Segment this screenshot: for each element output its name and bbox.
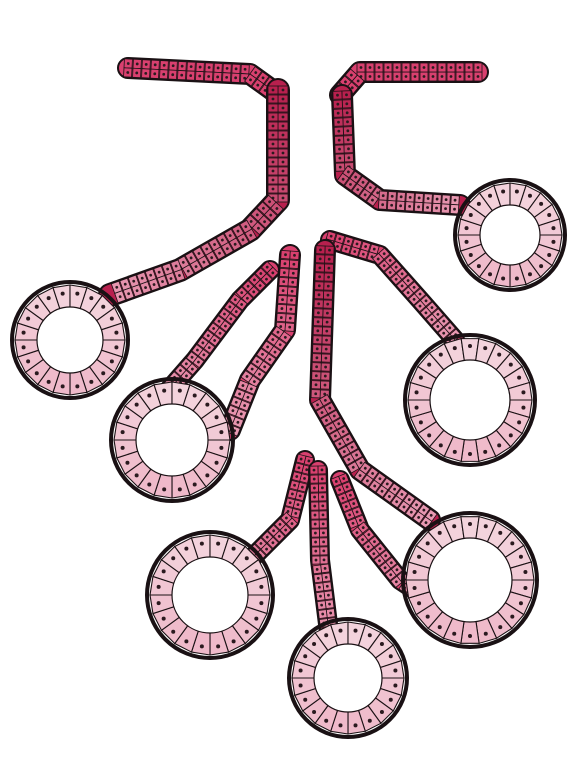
- acinus-right-upper: [455, 180, 565, 290]
- acinus-left-upper: [12, 282, 128, 398]
- branch-duct-bottom-center: [310, 466, 337, 640]
- acinus-bottom-center: [289, 619, 407, 737]
- surface-epithelium-right: [334, 63, 482, 101]
- acinus-right-middle: [405, 335, 535, 465]
- acinus-right-lower: [403, 513, 537, 647]
- acinus-left-middle: [111, 379, 233, 501]
- branch-duct-right-upper: [324, 231, 461, 345]
- surface-epithelium-left: [124, 59, 277, 97]
- acinus-left-lower: [147, 532, 273, 658]
- main-duct-right: [333, 91, 460, 214]
